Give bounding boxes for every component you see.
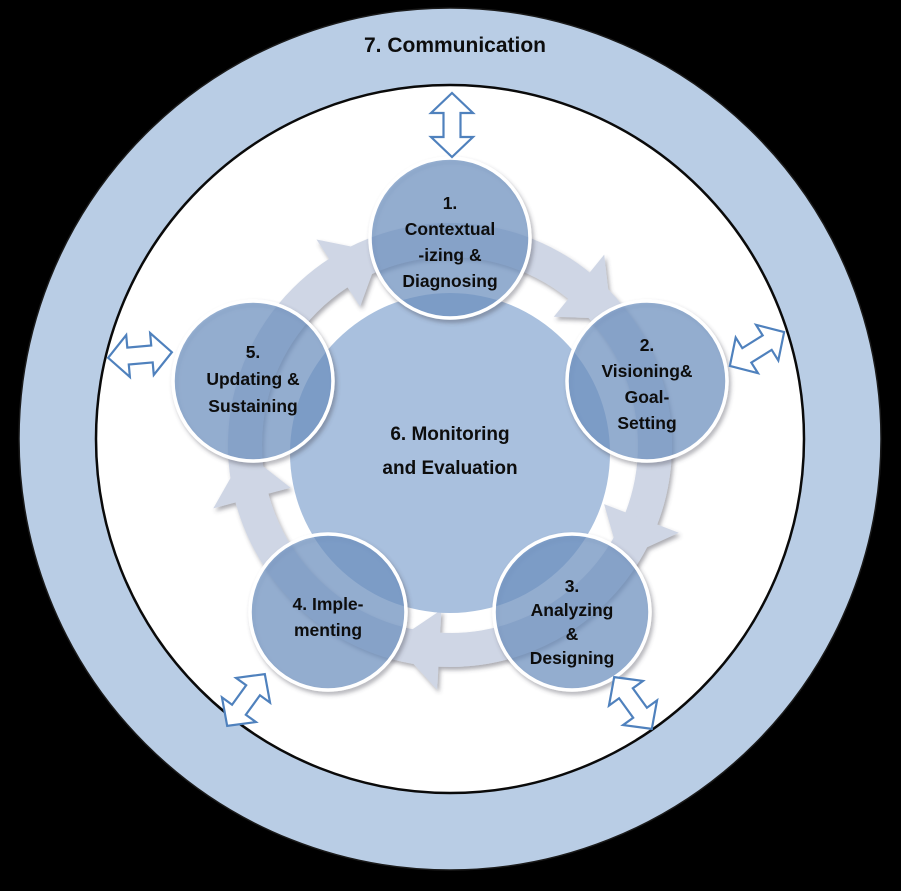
center-label-line-1: 6. Monitoring (390, 424, 509, 445)
step-1-line-4: Diagnosing (402, 271, 497, 291)
step-2-line-4: Setting (617, 413, 676, 433)
step-4-line-2: menting (294, 620, 362, 640)
step-circle-1 (368, 156, 532, 320)
step-2-label: 2. Visioning& Goal- Setting (601, 335, 692, 433)
step-3-line-2: Analyzing (531, 600, 614, 620)
center-circle-monitoring (290, 293, 610, 613)
step-5-line-3: Sustaining (208, 396, 297, 416)
step-3-line-1: 3. (565, 576, 580, 596)
step-circle-4 (248, 532, 408, 692)
step-4-label: 4. Imple- menting (293, 594, 364, 640)
step-1-line-2: Contextual (405, 219, 495, 239)
step-5-line-1: 5. (246, 342, 261, 362)
step-5-label: 5. Updating & Sustaining (206, 342, 300, 416)
step-circle-3 (492, 532, 652, 692)
step-circles (171, 156, 729, 692)
cycle-arrowhead-2-3 (604, 504, 679, 560)
step-3-line-4: Designing (530, 648, 615, 668)
step-circle-5 (171, 299, 335, 463)
step-circle-2 (565, 299, 729, 463)
cycle-arrowhead-3-4 (393, 609, 442, 690)
step-1-line-1: 1. (443, 193, 458, 213)
step-3-label: 3. Analyzing & Designing (530, 576, 615, 668)
step-1-line-3: -izing & (418, 245, 482, 265)
cycle-arrowhead-5-1 (316, 239, 380, 307)
cycle-arrowhead-1-2 (553, 254, 612, 319)
step-3-line-3: & (566, 624, 579, 644)
cycle-arrowhead-4-5 (213, 452, 291, 509)
step-2-line-1: 2. (640, 335, 655, 355)
step-2-line-3: Goal- (625, 387, 670, 407)
step-1-label: 1. Contextual -izing & Diagnosing (402, 193, 497, 291)
center-label: 6. Monitoring and Evaluation (382, 424, 517, 479)
center-label-line-2: and Evaluation (382, 458, 517, 479)
step-4-line-1: 4. Imple- (293, 594, 364, 614)
step-2-line-2: Visioning& (601, 361, 692, 381)
outer-ring-label: 7. Communication (364, 34, 546, 57)
step-5-line-2: Updating & (206, 369, 300, 389)
